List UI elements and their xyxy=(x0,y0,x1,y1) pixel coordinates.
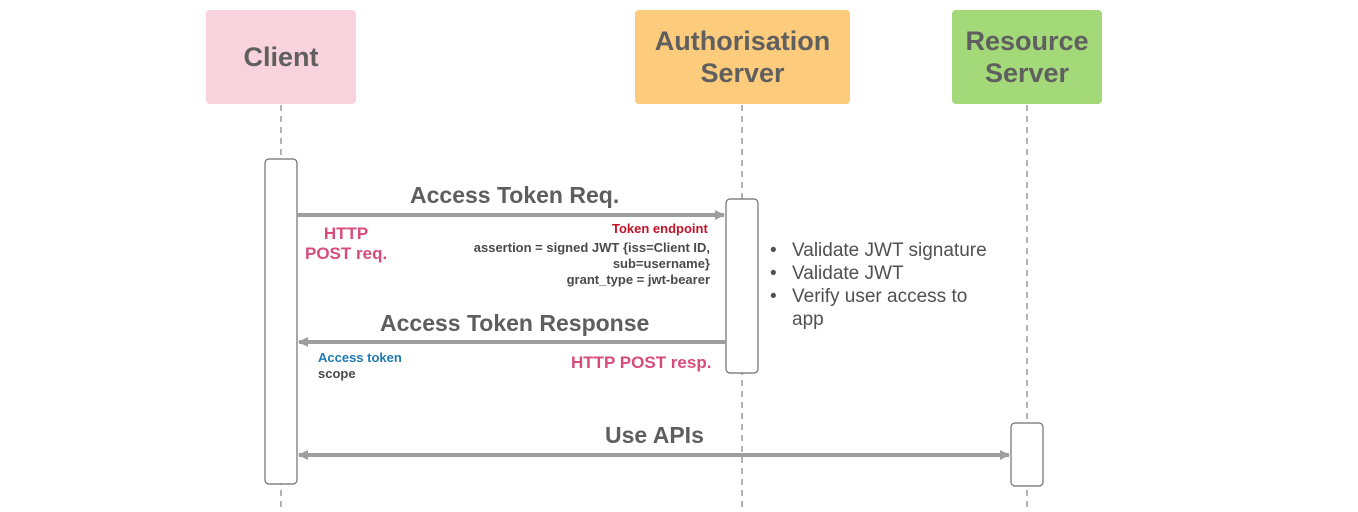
validation-steps-list: Validate JWT signature Validate JWT Veri… xyxy=(770,239,987,331)
use-apis-label: Use APIs xyxy=(605,422,704,448)
client-label: Client xyxy=(243,42,319,72)
validation-step: Validate JWT xyxy=(770,262,987,285)
assertion-line-2: sub=username} xyxy=(612,256,710,271)
resource-activation xyxy=(1010,422,1044,487)
validation-step: Validate JWT signature xyxy=(770,239,987,262)
auth-activation xyxy=(725,198,759,374)
client-activation xyxy=(264,158,298,485)
auth-server-label: Authorisation Server xyxy=(654,26,831,88)
grant-type-label: grant_type = jwt-bearer xyxy=(566,272,710,287)
access-token-label: Access token xyxy=(318,350,402,365)
access-token-response-label: Access Token Response xyxy=(380,310,650,336)
client-participant: Client xyxy=(206,10,356,104)
resource-server-participant: Resource Server xyxy=(952,10,1102,104)
assertion-line-1: assertion = signed JWT {iss=Client ID, xyxy=(473,240,710,255)
auth-server-participant: Authorisation Server xyxy=(635,10,850,104)
http-post-response-label: HTTP POST resp. xyxy=(571,353,712,372)
access-token-request-label: Access Token Req. xyxy=(410,182,620,208)
scope-label: scope xyxy=(318,366,356,381)
token-endpoint-label: Token endpoint xyxy=(612,221,708,236)
resource-server-label: Resource Server xyxy=(965,26,1089,88)
http-post-request-label: HTTP POST req. xyxy=(305,224,388,263)
validation-step: Verify user access to app xyxy=(770,285,982,331)
